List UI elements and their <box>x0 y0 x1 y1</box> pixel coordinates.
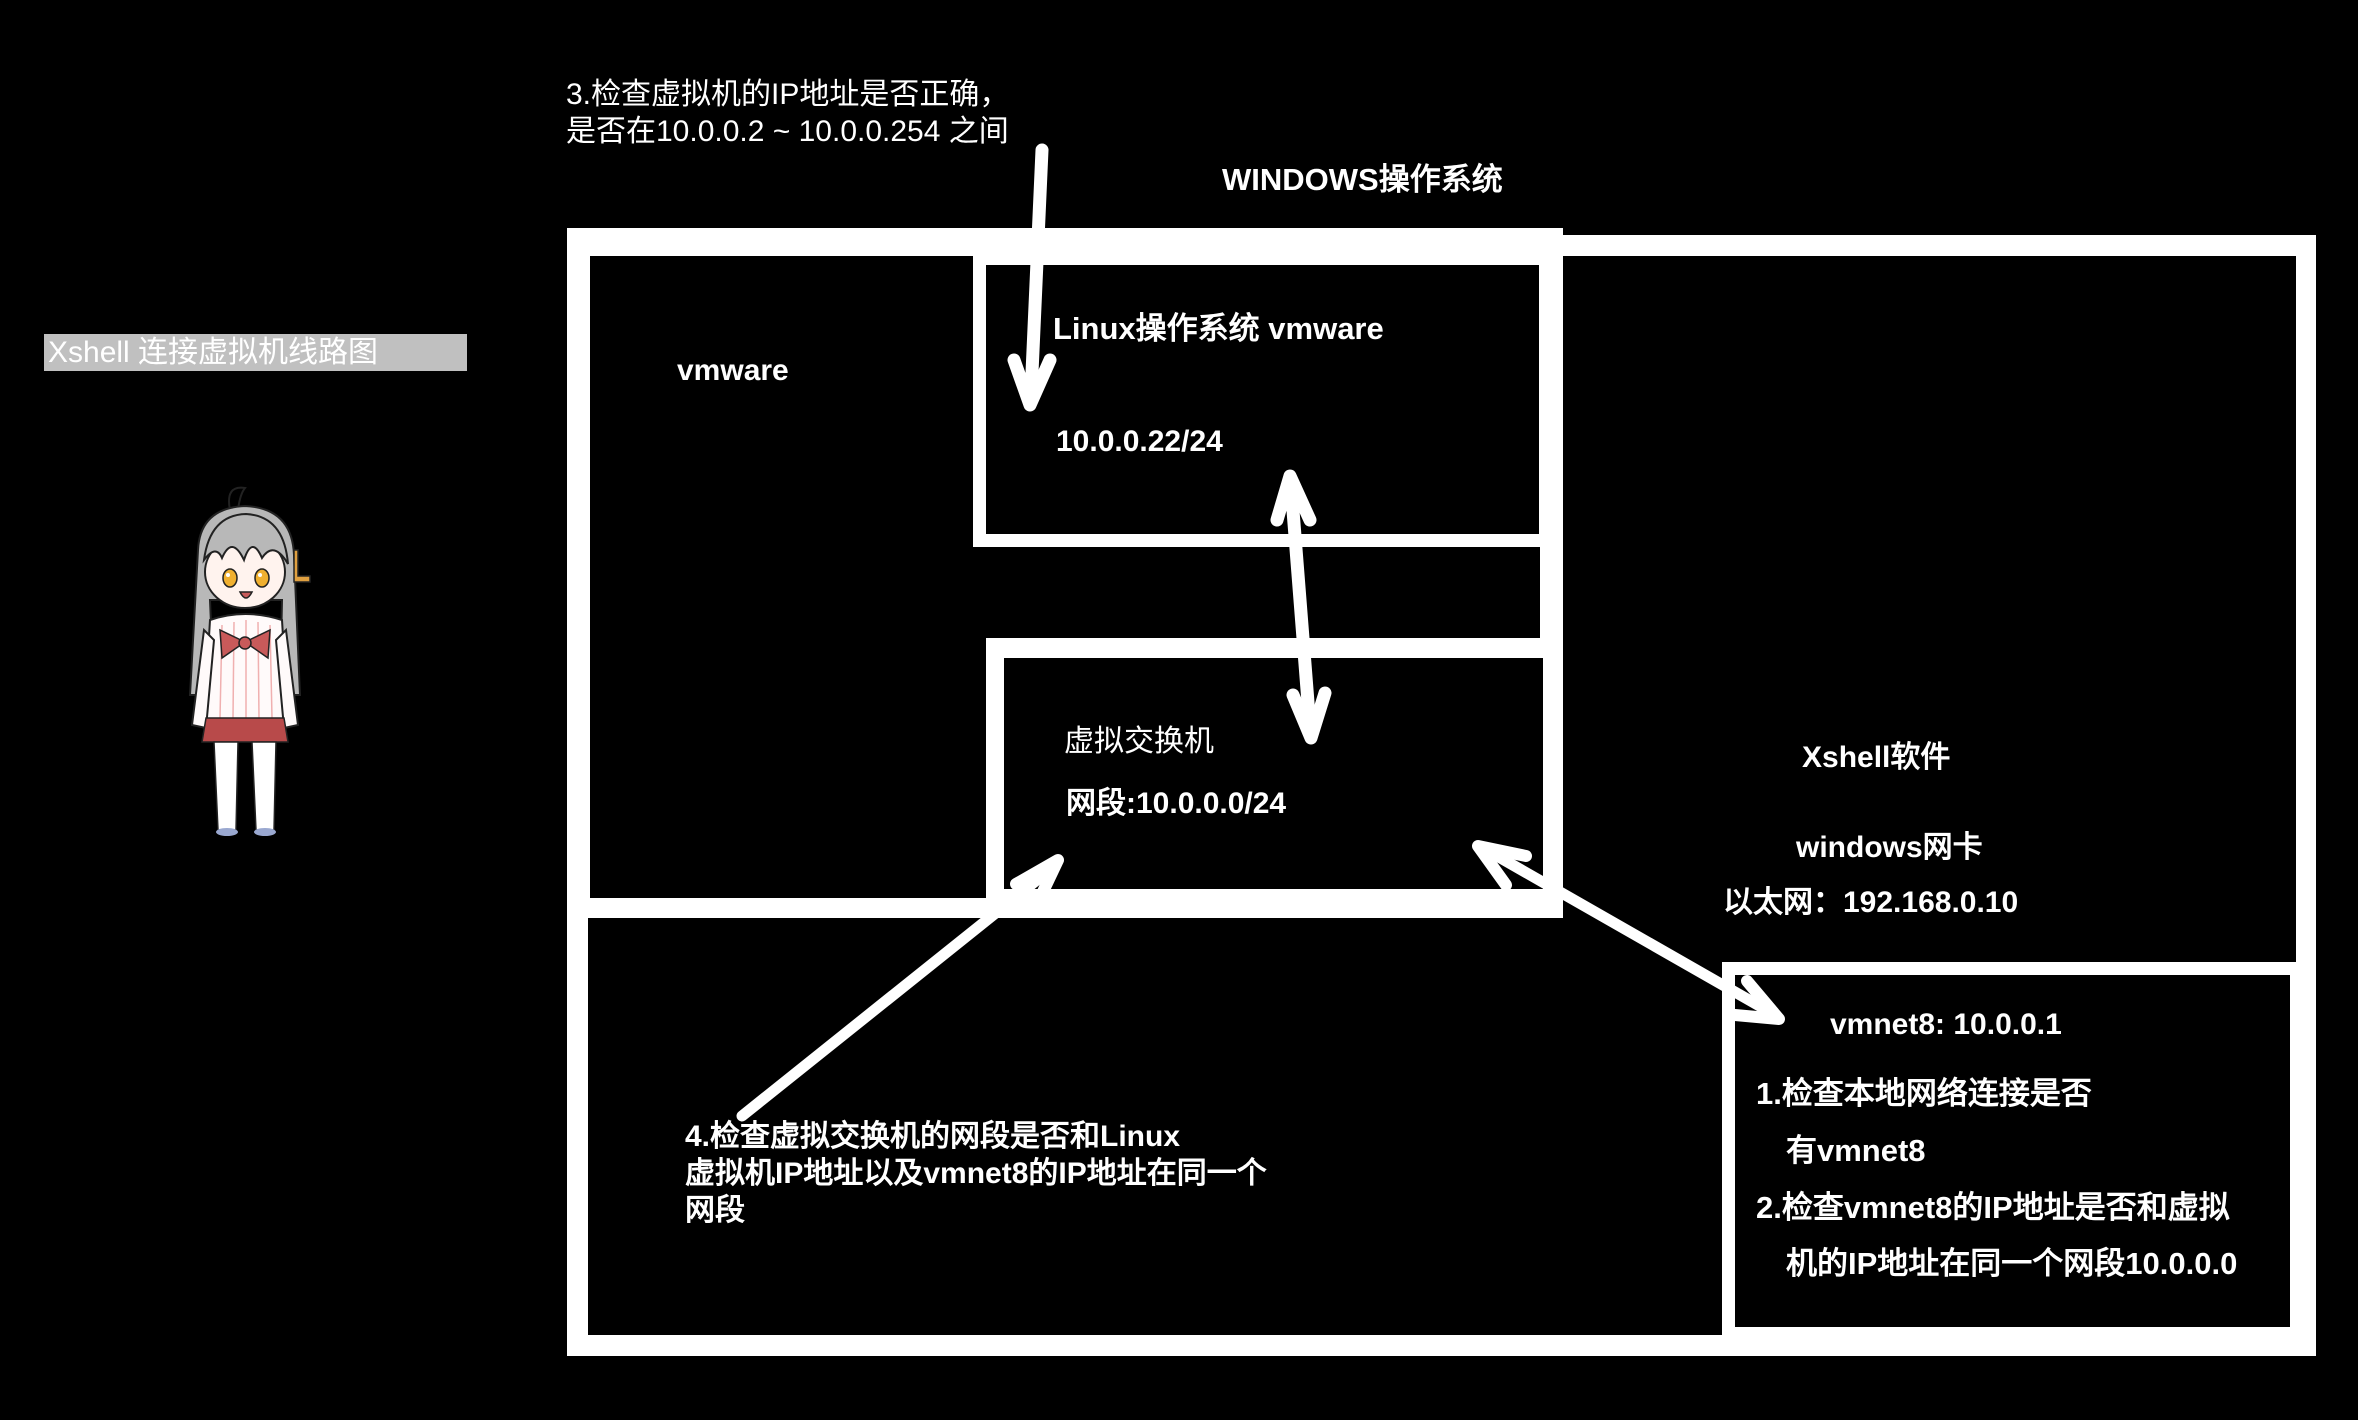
step3-line1: 3.检查虚拟机的IP地址是否正确， <box>566 78 1010 111</box>
vmware-label: vmware <box>677 354 789 387</box>
diagram-title: Xshell 连接虚拟机线路图 <box>44 334 467 371</box>
step4-line3: 网段 <box>685 1194 745 1227</box>
step4-line1: 4.检查虚拟交换机的网段是否和Linux <box>685 1120 1181 1153</box>
check2-line2: 机的IP地址在同一个网段10.0.0.0 <box>1786 1246 2238 1281</box>
check1-line1: 1.检查本地网络连接是否 <box>1756 1076 2092 1111</box>
xshell-area <box>1563 256 2296 962</box>
step4-note: 4.检查虚拟交换机的网段是否和Linux 虚拟机IP地址以及vmnet8的IP地… <box>685 1118 1267 1229</box>
vmnet8-title: vmnet8: 10.0.0.1 <box>1830 1008 2062 1041</box>
lower-area-right <box>1563 918 1722 1335</box>
switch-subnet: 网段:10.0.0.0/24 <box>1066 787 1287 820</box>
virtual-switch-box <box>1004 658 1543 889</box>
windows-os-label: WINDOWS操作系统 <box>1222 162 1503 197</box>
check1-line2: 有vmnet8 <box>1786 1133 1926 1168</box>
xshell-label: Xshell软件 <box>1802 741 1951 774</box>
ethernet-ip: 以太网：192.168.0.10 <box>1723 886 2019 919</box>
linux-box-title: Linux操作系统 vmware <box>1053 311 1384 346</box>
windows-nic-label: windows网卡 <box>1796 831 1983 864</box>
check2-line1: 2.检查vmnet8的IP地址是否和虚拟 <box>1756 1190 2230 1225</box>
step3-note: 3.检查虚拟机的IP地址是否正确， 是否在10.0.0.2 ~ 10.0.0.2… <box>566 76 1009 150</box>
linux-box <box>986 265 1539 534</box>
linux-ip: 10.0.0.22/24 <box>1056 425 1223 458</box>
switch-title: 虚拟交换机 <box>1064 725 1214 758</box>
mascot-character-icon <box>188 486 311 836</box>
step3-line2: 是否在10.0.0.2 ~ 10.0.0.254 之间 <box>566 115 1009 148</box>
step4-line2: 虚拟机IP地址以及vmnet8的IP地址在同一个 <box>685 1157 1267 1190</box>
vmnet8-box <box>1735 975 2290 1327</box>
